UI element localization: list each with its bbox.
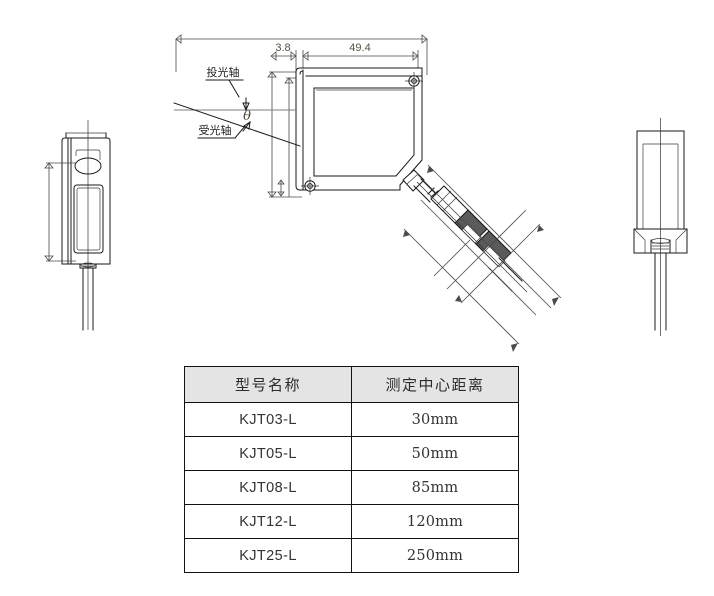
specification-table-container: 型号名称 测定中心距离 KJT03-L 30mm KJT05-L 50mm KJ… xyxy=(184,366,519,573)
main-view-side-section: 3.8 49.4 xyxy=(173,34,562,352)
dimension-49-4: 49.4 xyxy=(302,42,419,74)
column-header-distance: 测定中心距离 xyxy=(351,366,519,403)
cell-model: KJT08-L xyxy=(184,470,352,505)
cell-distance: 50mm xyxy=(351,436,519,471)
cable-connector-assembly xyxy=(402,164,562,352)
cell-distance: 30mm xyxy=(351,402,519,437)
table-header-row: 型号名称 测定中心距离 xyxy=(184,366,519,403)
cell-model: KJT25-L xyxy=(184,538,352,573)
dimension-3-8: 3.8 xyxy=(270,42,297,73)
emitter-axis-label: 投光轴 xyxy=(207,65,240,79)
table-row: KJT08-L 85mm xyxy=(184,470,519,505)
overall-width-dimension xyxy=(175,34,428,75)
cell-model: KJT05-L xyxy=(184,436,352,471)
table-row: KJT12-L 120mm xyxy=(184,504,519,539)
table-row: KJT05-L 50mm xyxy=(184,436,519,471)
specification-table: 型号名称 测定中心距离 KJT03-L 30mm KJT05-L 50mm KJ… xyxy=(184,366,519,573)
optical-axis-annotations: θ 投光轴 受光轴 xyxy=(173,65,301,147)
cell-distance: 120mm xyxy=(351,504,519,539)
mounting-hole-top-right xyxy=(405,72,423,90)
left-view-front-face xyxy=(44,120,111,331)
dim-label-49-4: 49.4 xyxy=(349,42,370,54)
right-view-rear xyxy=(633,118,688,336)
cell-model: KJT12-L xyxy=(184,504,352,539)
dim-label-3-8: 3.8 xyxy=(275,42,290,54)
table-row: KJT03-L 30mm xyxy=(184,402,519,437)
hole-offset-dimension xyxy=(277,179,285,197)
theta-label: θ xyxy=(243,109,251,124)
cell-distance: 85mm xyxy=(351,470,519,505)
table-row: KJT25-L 250mm xyxy=(184,538,519,573)
receiver-axis-label: 受光轴 xyxy=(199,123,232,137)
cell-distance: 250mm xyxy=(351,538,519,573)
column-header-model: 型号名称 xyxy=(184,366,352,403)
cell-model: KJT03-L xyxy=(184,402,352,437)
mounting-hole-bottom-left xyxy=(301,177,319,195)
